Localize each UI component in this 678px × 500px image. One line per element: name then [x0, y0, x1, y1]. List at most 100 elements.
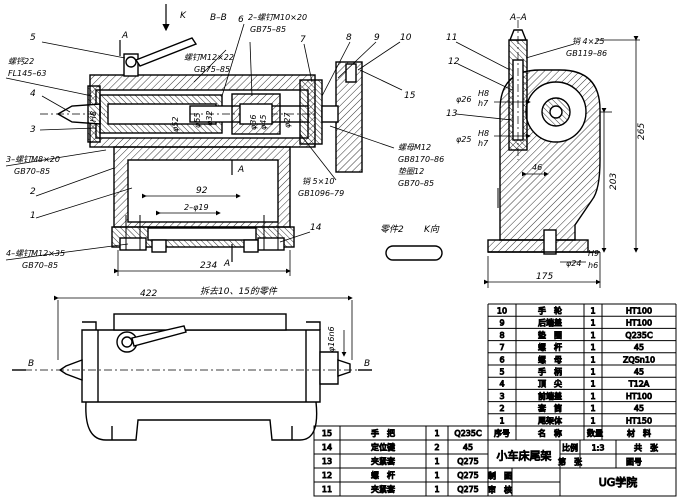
- dim-v5: φ45: [259, 115, 268, 130]
- dim-phi25: φ25: [456, 135, 471, 144]
- nut-2: GB8170–86: [398, 155, 444, 164]
- nut-3: 垫圈12: [398, 167, 424, 176]
- row-material: 45: [634, 404, 644, 413]
- dim-phi26: φ26: [456, 95, 471, 104]
- cut-a-bottom: A: [223, 259, 230, 269]
- drawing-title: 小车床尾架: [497, 449, 552, 463]
- row-no: 5: [499, 368, 504, 377]
- row-name: 垫 圈: [538, 330, 562, 340]
- row-name: 前端盖: [538, 391, 562, 401]
- cut-b-left: B: [28, 359, 34, 369]
- row-qty: 1: [434, 429, 439, 438]
- row-qty: 1: [590, 355, 595, 364]
- dim-92: 92: [196, 186, 208, 196]
- dim-v4: φ36: [249, 115, 258, 130]
- row-no: 6: [499, 355, 504, 364]
- part2-k-view: [385, 245, 443, 261]
- dim-h8-bb: H8: [89, 111, 98, 122]
- row-no: 14: [322, 443, 332, 452]
- row-name: 套 筒: [538, 403, 562, 413]
- row-no: 4: [499, 380, 504, 389]
- row-no: 12: [322, 471, 332, 480]
- dim-h7-b: h7: [478, 139, 489, 148]
- row-name: 后端盖: [538, 318, 562, 328]
- dim-phi24: φ24: [566, 259, 581, 268]
- callout-8: 8: [346, 33, 352, 43]
- screw2-m10-1: 2–螺钉M10×20: [248, 13, 307, 22]
- screw4-m12-1: 4–螺钉M12×35: [6, 249, 65, 258]
- row-material: HT150: [626, 416, 652, 425]
- cut-b-right: B: [364, 359, 370, 369]
- row-qty: 1: [590, 343, 595, 352]
- callout-7: 7: [300, 35, 306, 45]
- callout-3: 3: [30, 125, 36, 135]
- row-qty: 1: [590, 368, 595, 377]
- dim-265: 265: [637, 123, 647, 140]
- screw22-2: FL145–63: [8, 69, 47, 78]
- row-qty: 1: [590, 392, 595, 401]
- row-qty: 1: [590, 380, 595, 389]
- dim-46: 46: [532, 163, 542, 172]
- dim-h7-a: h7: [478, 99, 489, 108]
- row-material: HT100: [626, 392, 652, 401]
- row-material: 45: [463, 443, 473, 452]
- screw3-m8-2: GB70–85: [14, 167, 50, 176]
- screw4-m12-2: GB70–85: [22, 261, 58, 270]
- drawn-by-label: 制 图: [488, 471, 512, 481]
- school-name: UG学院: [599, 475, 638, 489]
- section-aa-label: A–A: [509, 13, 527, 23]
- dim-h6: h6: [588, 261, 598, 270]
- nut-4: GB70–85: [398, 179, 434, 188]
- row-name: 定位键: [371, 442, 395, 452]
- row-no: 2: [499, 404, 504, 413]
- screw22-1: 螺钙22: [8, 57, 34, 66]
- section-aa-view: [487, 20, 601, 255]
- removed-parts-note: 拆去10、15的零件: [200, 286, 278, 297]
- callout-9: 9: [374, 33, 380, 43]
- row-no: 13: [322, 457, 332, 466]
- plan-view: [24, 313, 362, 441]
- dim-v1: φ52: [171, 117, 180, 132]
- sheet-label: 第 张: [558, 457, 582, 467]
- row-no: 7: [499, 343, 504, 352]
- dim-h8-b: H8: [478, 129, 489, 138]
- dim-h9: H9: [588, 249, 599, 258]
- row-material: ZQSn10: [623, 355, 655, 364]
- row-qty: 1: [434, 485, 439, 494]
- header-name: 名 称: [538, 428, 562, 438]
- callout-12: 12: [448, 57, 460, 67]
- row-material: Q235C: [625, 331, 653, 340]
- plan-base: [85, 401, 318, 441]
- lower-frame: [313, 425, 677, 497]
- plan-handle: [131, 325, 187, 347]
- row-name: 夹紧套: [371, 484, 395, 494]
- row-name: 顶 尖: [538, 379, 562, 389]
- handle-part5: [134, 37, 198, 67]
- row-material: Q275: [457, 457, 479, 466]
- section-lines: [119, 4, 233, 262]
- scale-label: 比例: [562, 443, 578, 453]
- dim-h8-a: H8: [478, 89, 489, 98]
- aa-leaders: [455, 41, 575, 121]
- cut-a-mid: A: [237, 165, 244, 175]
- pin4-1: 销 4×25: [572, 37, 605, 46]
- callout-6: 6: [238, 15, 244, 25]
- bb-dimensions: [54, 193, 353, 301]
- screw2-m10-2: GB75–85: [250, 25, 286, 34]
- row-no: 9: [499, 319, 504, 328]
- table-header: 序号名 称数量材 料: [494, 428, 652, 439]
- dim-v3: φ32: [205, 111, 214, 126]
- header-material: 材 料: [627, 428, 651, 438]
- screw3-m8-1: 3–螺钉M8×20: [6, 155, 60, 164]
- row-qty: 1: [590, 404, 595, 413]
- row-no: 1: [499, 416, 504, 425]
- row-name: 手 把: [371, 428, 395, 438]
